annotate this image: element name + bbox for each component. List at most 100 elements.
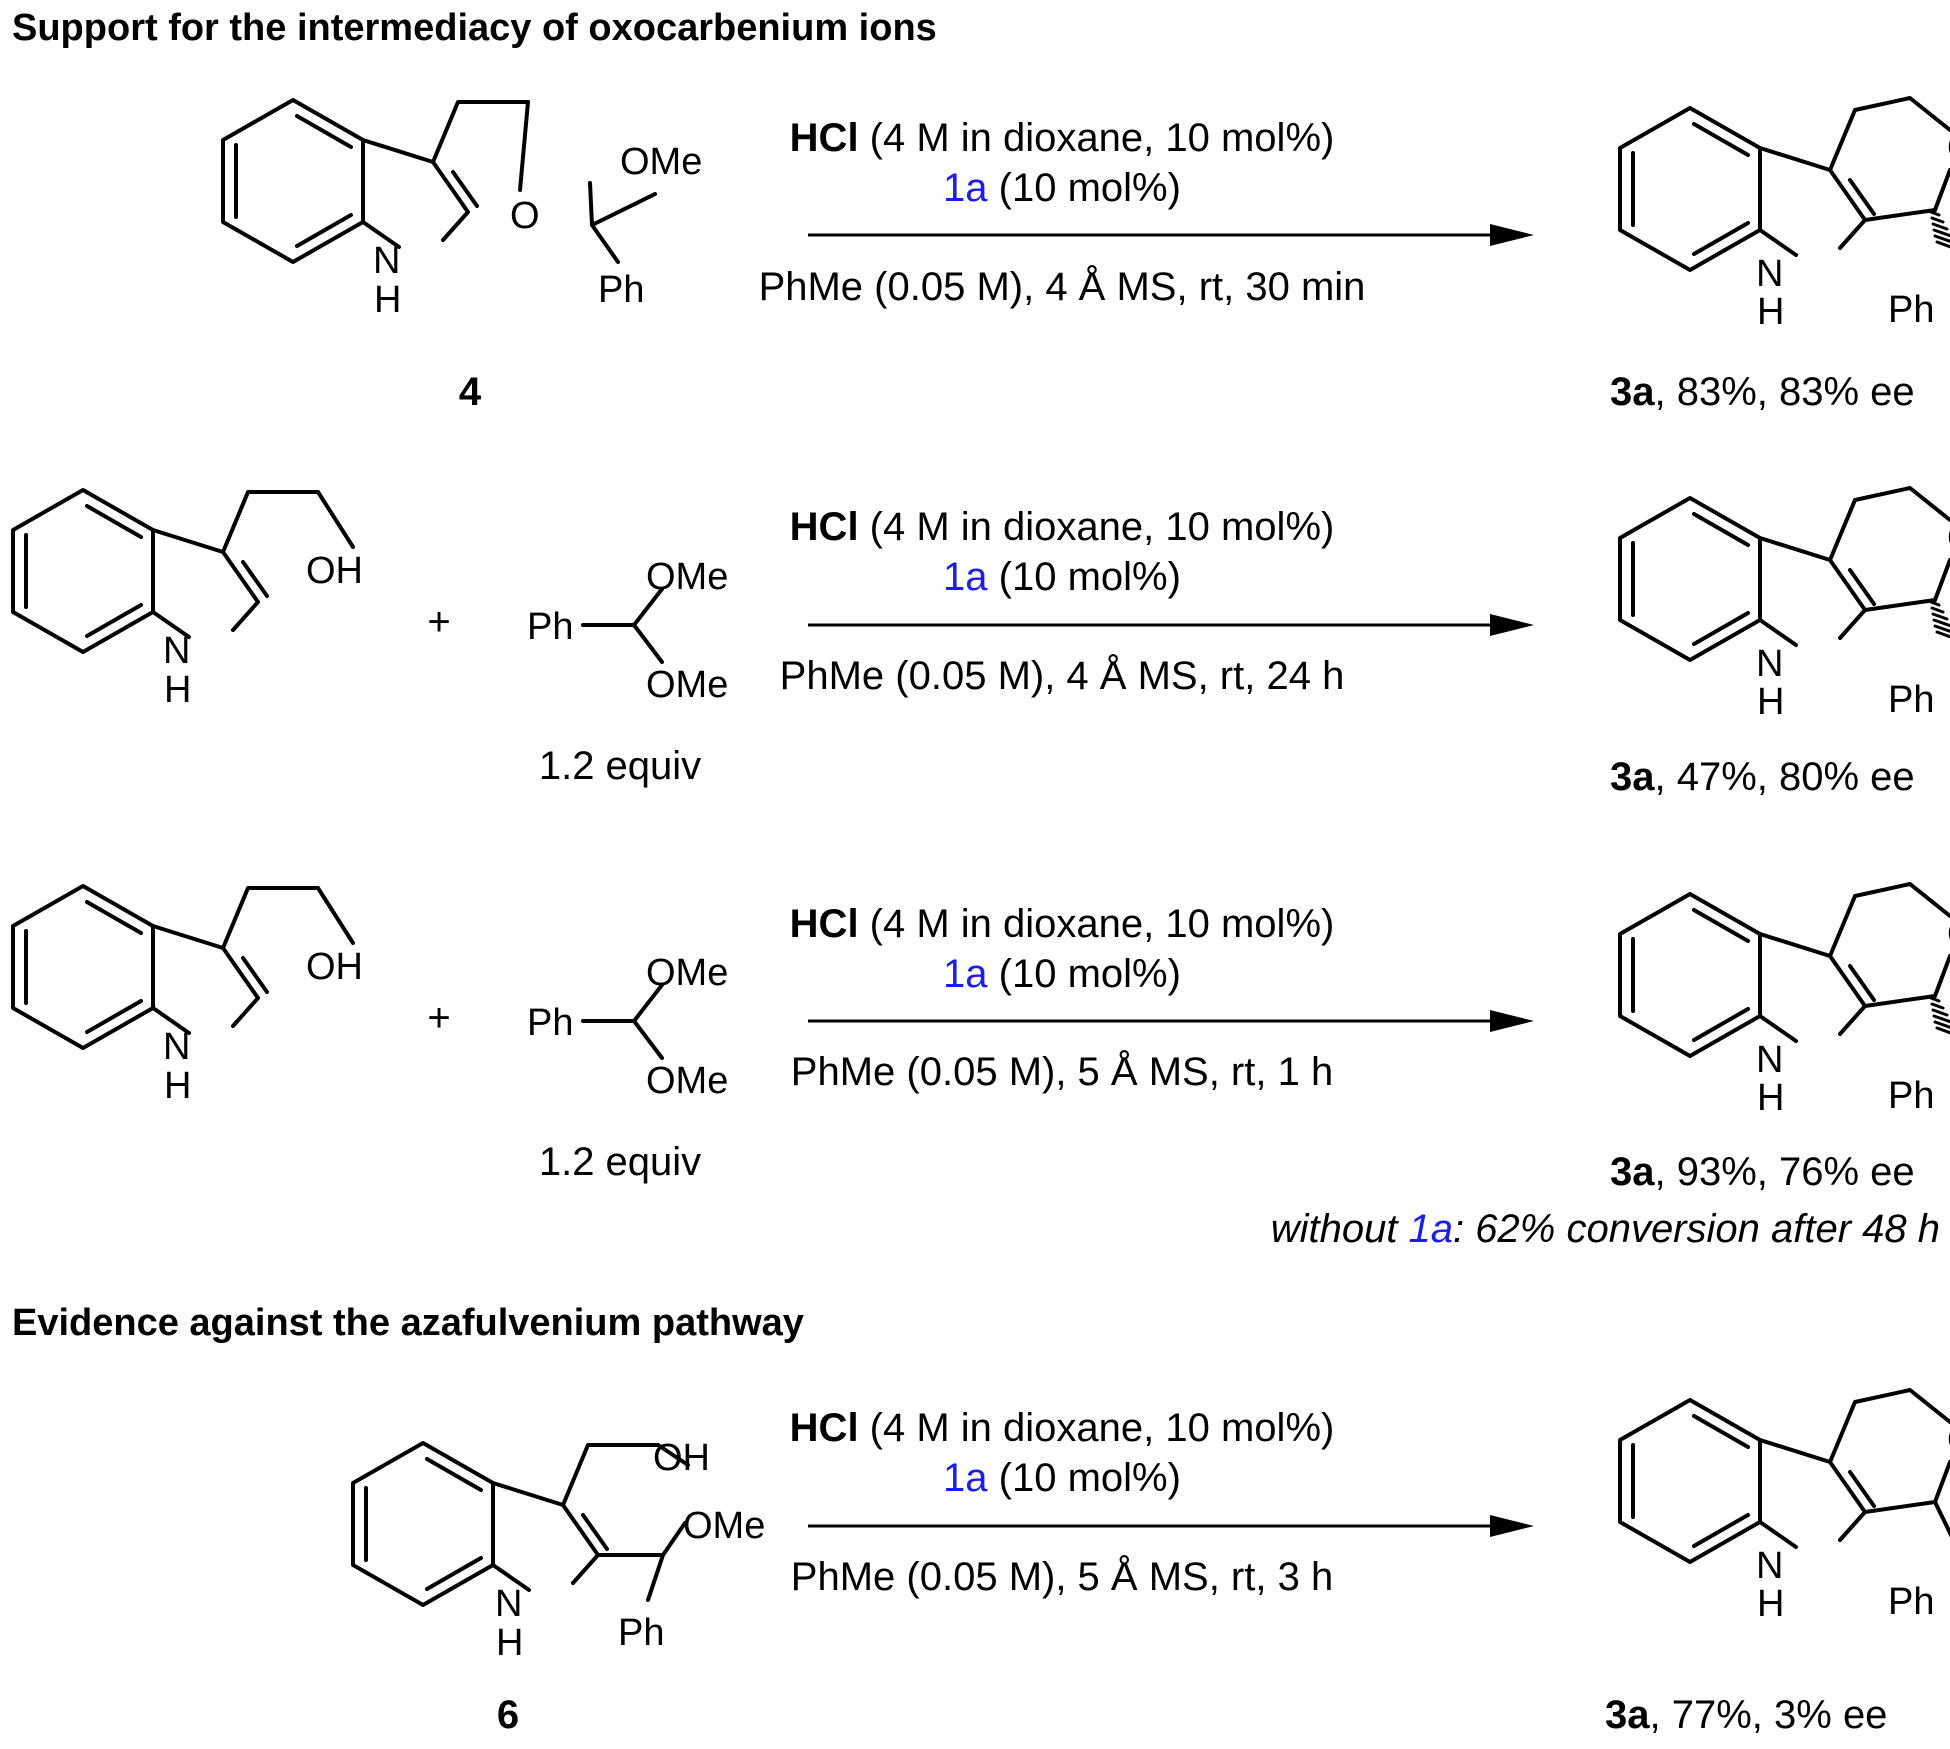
atom-oh: OH xyxy=(306,946,363,988)
acid-label: HCl xyxy=(790,116,859,160)
product-label: 3a xyxy=(1610,1150,1655,1194)
atom-h: H xyxy=(1757,1583,1784,1625)
acid-detail: (4 M in dioxane, 10 mol%) xyxy=(859,902,1335,946)
atom-n: N xyxy=(1756,643,1783,685)
svg-text:1a (10 mol%): 1a (10 mol%) xyxy=(943,166,1181,210)
atom-h: H xyxy=(1757,291,1784,333)
acetal-structure-2: Ph OMe OMe xyxy=(527,952,728,1102)
atom-ph: Ph xyxy=(598,269,644,311)
atom-o: O xyxy=(1947,127,1950,169)
catalyst-label: 1a xyxy=(943,952,988,996)
conditions-4: PhMe (0.05 M), 5 Å MS, rt, 3 h xyxy=(791,1554,1333,1599)
product-yield-ee: , 83%, 83% ee xyxy=(1655,370,1915,414)
svg-text:HCl (4 M in dioxane, 10 mol%): HCl (4 M in dioxane, 10 mol%) xyxy=(790,505,1335,549)
atom-h: H xyxy=(374,279,401,321)
atom-n: N xyxy=(1756,1545,1783,1587)
atom-n: N xyxy=(163,1026,190,1068)
atom-n: N xyxy=(163,630,190,672)
catalyst-label: 1a xyxy=(943,166,988,210)
svg-text:1a (10 mol%): 1a (10 mol%) xyxy=(943,952,1181,996)
atom-o: O xyxy=(1947,913,1950,955)
acid-detail: (4 M in dioxane, 10 mol%) xyxy=(859,1406,1335,1450)
product-result-2: 3a, 47%, 80% ee xyxy=(1610,755,1915,799)
atom-oh: OH xyxy=(653,1437,710,1479)
product-result-3: 3a, 93%, 76% ee xyxy=(1610,1150,1915,1194)
catalyst-label: 1a xyxy=(943,555,988,599)
catalyst-detail: (10 mol%) xyxy=(988,166,1181,210)
product-yield-ee: , 47%, 80% ee xyxy=(1655,755,1915,799)
svg-text:1a (10 mol%): 1a (10 mol%) xyxy=(943,555,1181,599)
product-3a-structure-3: N H O Ph xyxy=(1618,882,1950,1119)
reagent-block-1: HCl (4 M in dioxane, 10 mol%) 1a (10 mol… xyxy=(790,116,1335,210)
catalyst-label: 1a xyxy=(943,1456,988,1500)
atom-ph: Ph xyxy=(1888,1075,1934,1117)
atom-ph: Ph xyxy=(527,1002,573,1044)
plus-sign-1: + xyxy=(427,600,450,644)
conditions-1: PhMe (0.05 M), 4 Å MS, rt, 30 min xyxy=(759,264,1366,309)
svg-text:HCl (4 M in dioxane, 10 mol%): HCl (4 M in dioxane, 10 mol%) xyxy=(790,116,1335,160)
product-result-4: 3a, 77%, 3% ee xyxy=(1605,1693,1887,1737)
acid-label: HCl xyxy=(790,505,859,549)
product-result-1: 3a, 83%, 83% ee xyxy=(1610,370,1915,414)
substrate-label-6: 6 xyxy=(497,1693,519,1737)
substrate-6-structure: N H OH OMe Ph xyxy=(351,1437,765,1664)
atom-o: O xyxy=(1947,517,1950,559)
atom-h: H xyxy=(164,669,191,711)
svg-text:HCl (4 M in dioxane, 10 mol%): HCl (4 M in dioxane, 10 mol%) xyxy=(790,1406,1335,1450)
atom-h: H xyxy=(164,1065,191,1107)
tryptophol-structure-2: N H OH xyxy=(11,884,363,1107)
acid-label: HCl xyxy=(790,902,859,946)
note-suffix: : 62% conversion after 48 h xyxy=(1453,1207,1940,1251)
atom-h: H xyxy=(1757,681,1784,723)
reagent-block-2: HCl (4 M in dioxane, 10 mol%) 1a (10 mol… xyxy=(790,505,1335,599)
product-3a-structure-4: N H O Ph xyxy=(1618,1388,1950,1625)
atom-ph: Ph xyxy=(618,1612,664,1654)
catalyst-detail: (10 mol%) xyxy=(988,555,1181,599)
tryptophol-structure-1: N H OH xyxy=(11,488,363,711)
product-3a-structure-1: N H O Ph xyxy=(1618,96,1950,333)
reaction-arrow-4 xyxy=(808,1515,1534,1537)
product-3a-structure-2: N H O Ph xyxy=(1618,486,1950,723)
reaction-arrow-2 xyxy=(808,614,1534,636)
atom-ph: Ph xyxy=(1888,679,1934,721)
acid-label: HCl xyxy=(790,1406,859,1450)
atom-ph: Ph xyxy=(1888,1581,1934,1623)
atom-ome: OMe xyxy=(646,1060,728,1102)
conditions-2: PhMe (0.05 M), 4 Å MS, rt, 24 h xyxy=(780,653,1345,698)
atom-ome: OMe xyxy=(646,664,728,706)
atom-ome: OMe xyxy=(646,556,728,598)
catalyst-detail: (10 mol%) xyxy=(988,952,1181,996)
atom-ph: Ph xyxy=(527,606,573,648)
atom-ph: Ph xyxy=(1888,289,1934,331)
product-yield-ee: , 93%, 76% ee xyxy=(1655,1150,1915,1194)
catalyst-detail: (10 mol%) xyxy=(988,1456,1181,1500)
reaction-arrow-1 xyxy=(808,224,1534,246)
atom-n: N xyxy=(373,240,400,282)
conditions-3: PhMe (0.05 M), 5 Å MS, rt, 1 h xyxy=(791,1049,1333,1094)
atom-o: O xyxy=(1947,1419,1950,1461)
section-heading-oxocarbenium: Support for the intermediacy of oxocarbe… xyxy=(12,7,937,49)
note-catalyst: 1a xyxy=(1409,1207,1454,1251)
product-label: 3a xyxy=(1605,1693,1650,1737)
note-prefix: without xyxy=(1271,1207,1409,1251)
substrate-4-structure: N H O OMe Ph xyxy=(221,98,702,321)
reagent-block-4: HCl (4 M in dioxane, 10 mol%) 1a (10 mol… xyxy=(790,1406,1335,1500)
atom-n: N xyxy=(1756,1039,1783,1081)
atom-n: N xyxy=(1756,253,1783,295)
atom-h: H xyxy=(496,1622,523,1664)
atom-h: H xyxy=(1757,1077,1784,1119)
plus-sign-2: + xyxy=(427,996,450,1040)
acid-detail: (4 M in dioxane, 10 mol%) xyxy=(859,505,1335,549)
substrate-label-4: 4 xyxy=(459,370,482,414)
atom-oh: OH xyxy=(306,550,363,592)
atom-ome: OMe xyxy=(646,952,728,994)
equiv-label-2: 1.2 equiv xyxy=(539,1140,701,1184)
atom-n: N xyxy=(495,1583,522,1625)
acetal-structure-1: Ph OMe OMe xyxy=(527,556,728,706)
svg-text:1a (10 mol%): 1a (10 mol%) xyxy=(943,1456,1181,1500)
atom-ome: OMe xyxy=(620,141,702,183)
product-label: 3a xyxy=(1610,370,1655,414)
svg-text:HCl (4 M in dioxane, 10 mol%): HCl (4 M in dioxane, 10 mol%) xyxy=(790,902,1335,946)
reagent-block-3: HCl (4 M in dioxane, 10 mol%) 1a (10 mol… xyxy=(790,902,1335,996)
